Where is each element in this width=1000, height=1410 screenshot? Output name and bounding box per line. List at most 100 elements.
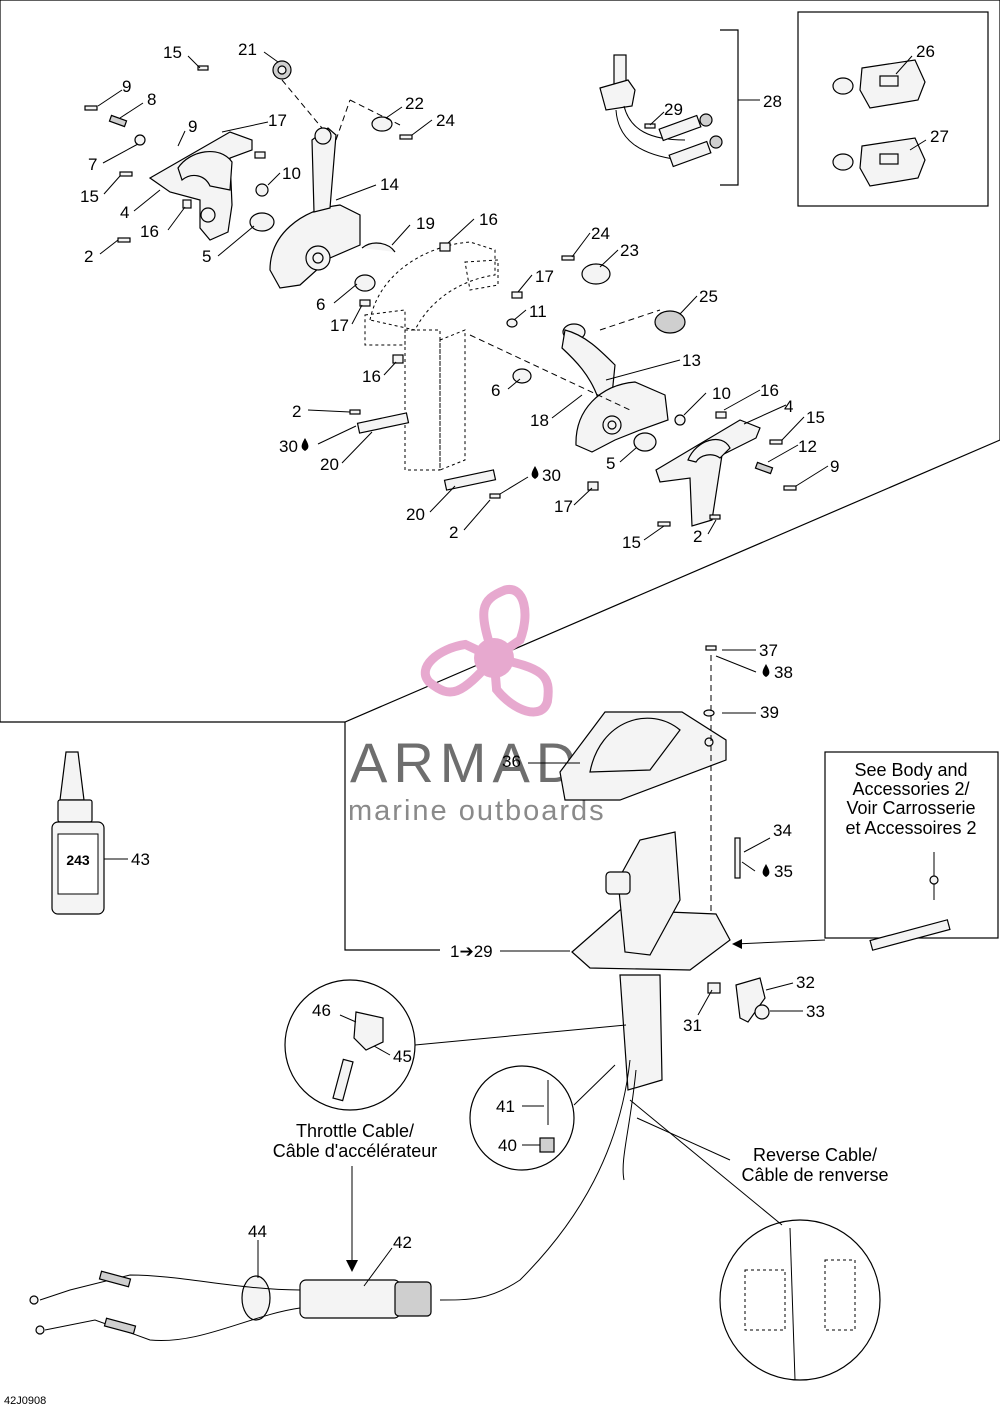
bushing-6a bbox=[354, 274, 376, 292]
washer-22 bbox=[371, 116, 393, 132]
control-column bbox=[619, 974, 663, 1091]
callout-37: 37 bbox=[759, 641, 778, 660]
propeller-hub bbox=[474, 638, 514, 678]
washer-39 bbox=[703, 709, 715, 717]
callout-38-with-drop: 38 bbox=[762, 663, 793, 682]
callout-31: 31 bbox=[683, 1016, 702, 1035]
propeller-logo bbox=[420, 585, 553, 717]
callout-16: 16 bbox=[140, 222, 159, 241]
see-body-note: See Body and Accessories 2/ Voir Carross… bbox=[845, 760, 976, 838]
callout-30-with-drop: 30 bbox=[279, 437, 309, 456]
callout-33: 33 bbox=[806, 1002, 825, 1021]
clip-16c bbox=[439, 242, 451, 252]
callout-5: 5 bbox=[202, 247, 211, 266]
callout-17: 17 bbox=[268, 111, 287, 130]
svg-text:30: 30 bbox=[542, 466, 561, 485]
callout-44: 44 bbox=[248, 1222, 267, 1241]
cable-bundle bbox=[29, 1270, 432, 1342]
bottle-label: 243 bbox=[66, 852, 90, 868]
callout-28: 28 bbox=[763, 92, 782, 111]
lower-control-assembly bbox=[439, 645, 770, 1301]
assembly-bracket-line bbox=[344, 722, 440, 951]
screw-9a bbox=[84, 105, 98, 111]
clip-17a bbox=[254, 151, 266, 159]
svg-text:30: 30 bbox=[279, 437, 298, 456]
callout-9: 9 bbox=[122, 77, 131, 96]
callout-16: 16 bbox=[479, 210, 498, 229]
svg-text:Reverse Cable/: Reverse Cable/ bbox=[753, 1145, 877, 1165]
figure-code: 42J0908 bbox=[4, 1395, 46, 1407]
part-10b bbox=[674, 414, 686, 426]
callout-5: 5 bbox=[606, 454, 615, 473]
plate-20a bbox=[356, 412, 410, 434]
callout-24: 24 bbox=[591, 224, 610, 243]
center-bracket-ghost bbox=[349, 241, 599, 499]
callout-26: 26 bbox=[916, 42, 935, 61]
callout-11: 11 bbox=[529, 302, 547, 321]
callout-15: 15 bbox=[80, 187, 99, 206]
left-control-assembly bbox=[84, 60, 413, 289]
callout-9: 9 bbox=[830, 457, 839, 476]
svg-text:Accessories 2/: Accessories 2/ bbox=[852, 779, 969, 799]
ring-5b bbox=[633, 432, 657, 452]
adhesive-drop-icon bbox=[301, 438, 309, 451]
bracket-part-4 bbox=[148, 131, 253, 241]
callout-15: 15 bbox=[163, 43, 182, 62]
callout-43: 43 bbox=[131, 850, 150, 869]
screw-37 bbox=[705, 645, 717, 651]
callout-34: 34 bbox=[773, 821, 792, 840]
ring-23 bbox=[581, 263, 611, 285]
callout-36: 36 bbox=[502, 752, 521, 771]
callout-17: 17 bbox=[554, 497, 573, 516]
clip-17c bbox=[511, 291, 523, 299]
callout-18: 18 bbox=[530, 411, 549, 430]
bottle-nozzle bbox=[59, 751, 85, 801]
callout-6: 6 bbox=[491, 381, 500, 400]
screw-9c bbox=[783, 485, 797, 491]
clip-16d bbox=[715, 411, 727, 419]
callout-9: 9 bbox=[188, 117, 197, 136]
callout-32: 32 bbox=[796, 973, 815, 992]
right-control-assembly bbox=[469, 255, 797, 527]
clip-17d bbox=[587, 481, 599, 491]
callout-16: 16 bbox=[362, 367, 381, 386]
screw-2a bbox=[117, 237, 131, 243]
callout-2: 2 bbox=[449, 523, 458, 542]
link-plate bbox=[869, 919, 951, 951]
callout-35-with-drop: 35 bbox=[762, 862, 793, 881]
screw-15d bbox=[657, 521, 671, 527]
part-7-ball bbox=[134, 134, 146, 146]
loctite-bottle-243: 243 bbox=[51, 751, 105, 915]
switch-body bbox=[599, 79, 636, 111]
cap-25 bbox=[654, 310, 686, 334]
lever-base-13 bbox=[575, 381, 669, 453]
callout-15: 15 bbox=[622, 533, 641, 552]
adhesive-drop-icon bbox=[531, 466, 539, 479]
callout-39: 39 bbox=[760, 703, 779, 722]
screw-2c bbox=[489, 493, 501, 499]
reverse-cable-detail-circle bbox=[719, 1219, 881, 1381]
callout-17: 17 bbox=[330, 316, 349, 335]
callout-20: 20 bbox=[406, 505, 425, 524]
clip-16a bbox=[182, 199, 192, 209]
detail-40-41-circle bbox=[469, 1065, 575, 1171]
callout-17: 17 bbox=[535, 267, 554, 286]
callout-2: 2 bbox=[693, 527, 702, 546]
callout-7: 7 bbox=[88, 155, 97, 174]
svg-text:Throttle Cable/: Throttle Cable/ bbox=[296, 1121, 414, 1141]
cable-sleeve-42 bbox=[299, 1279, 401, 1319]
range-label: 1➔29 bbox=[450, 942, 570, 961]
callout-15: 15 bbox=[806, 408, 825, 427]
screw-24b bbox=[561, 255, 575, 261]
callout-16: 16 bbox=[760, 381, 779, 400]
upper-exploded-view-frame bbox=[0, 0, 1000, 723]
svg-text:Voir Carrosserie: Voir Carrosserie bbox=[846, 798, 975, 818]
lever-arm-13 bbox=[561, 329, 616, 399]
spring-12 bbox=[754, 461, 774, 475]
callout-2: 2 bbox=[84, 247, 93, 266]
frames bbox=[0, 0, 1000, 951]
screw-15a bbox=[197, 65, 209, 71]
bushing-6b bbox=[512, 368, 532, 384]
detail-circles bbox=[284, 979, 881, 1381]
